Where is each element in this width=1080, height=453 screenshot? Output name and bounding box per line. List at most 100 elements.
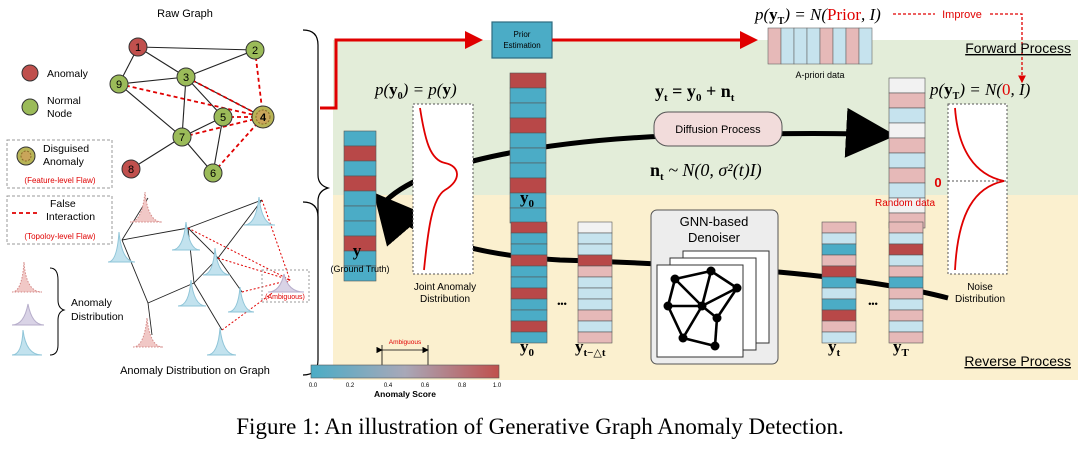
vector-y0-forward-cell: [509, 102, 547, 119]
vector-yT-cell: [888, 221, 924, 234]
vector-y0-reverse-cell: [510, 320, 548, 333]
svg-text:Prior: Prior: [514, 30, 531, 39]
svg-text:Normal: Normal: [47, 95, 81, 107]
svg-text:5: 5: [220, 112, 226, 124]
svg-text:4: 4: [260, 112, 267, 124]
vector-yT-random-cell: [888, 92, 926, 109]
vector-yT-random-cell: [888, 167, 926, 184]
node-labels: 1 2 3 4 5 6 7 8 9: [116, 42, 267, 180]
vector-yT-cell: [888, 276, 924, 289]
svg-text:Estimation: Estimation: [503, 41, 540, 50]
vector-y0-forward-cell: [509, 87, 547, 104]
vector-y: [343, 130, 377, 282]
brace-dist-graph: [302, 201, 319, 376]
gnn-denoiser: GNN-based Denoiser: [650, 209, 779, 365]
svg-text:1.0: 1.0: [493, 383, 502, 389]
vector-yT-random-cell: [888, 152, 926, 169]
vector-y-cell: [343, 190, 377, 207]
svg-text:Disguised: Disguised: [43, 143, 89, 155]
vector-yt-delta-cell: [577, 276, 613, 289]
label-y0-reverse: y0: [520, 337, 535, 359]
vector-y0-reverse-cell: [510, 243, 548, 256]
py0-formula: p(y0) = p(y): [374, 80, 457, 102]
forward-process-title: Forward Process: [965, 40, 1071, 56]
vector-yt-cell: [821, 309, 857, 322]
colorbar-ambiguous: Ambiguous: [389, 339, 422, 346]
vector-y0-reverse-cell: [510, 309, 548, 322]
vector-y0-forward: [509, 72, 547, 224]
ellipsis-right: •••: [868, 299, 877, 309]
noise-distribution-curve: [954, 107, 1005, 271]
raw-graph-title: Raw Graph: [157, 8, 213, 20]
joint-distribution-curve: [419, 107, 458, 271]
label-yt-delta: yt−△t: [575, 337, 606, 359]
node-6: [203, 163, 223, 183]
raw-graph: [118, 46, 264, 174]
svg-text:GNN-based: GNN-based: [680, 214, 749, 229]
ellipsis-left: •••: [557, 299, 566, 309]
vector-yT-random-cell: [888, 122, 926, 139]
apriori-vector: [767, 27, 873, 65]
vector-yt-cell: [821, 265, 857, 278]
svg-text:Anomaly Score: Anomaly Score: [374, 389, 436, 399]
vector-y-cell: [343, 175, 377, 192]
vector-yt-cell: [821, 320, 857, 333]
vector-y0-reverse: [510, 221, 548, 344]
svg-text:(Topoloy-level Flaw): (Topoloy-level Flaw): [24, 232, 95, 241]
svg-text:6: 6: [210, 168, 216, 180]
vector-yt-delta-cell: [577, 331, 613, 344]
vector-y0-forward-cell: [509, 117, 547, 134]
node-9: [109, 74, 129, 94]
vector-yt-cell: [821, 243, 857, 256]
svg-text:Anomaly: Anomaly: [71, 297, 113, 309]
diffusion-process-box: [653, 111, 783, 147]
vector-yt-delta-cell: [577, 265, 613, 278]
svg-text:0.4: 0.4: [384, 383, 393, 389]
vector-y0-reverse-cell: [510, 265, 548, 278]
vector-y0-forward-cell: [509, 72, 547, 89]
vector-y0-reverse-cell: [510, 287, 548, 300]
svg-text:8: 8: [128, 164, 134, 176]
vector-yt-delta-cell: [577, 254, 613, 267]
colorbar: Ambiguous 0.0 0.2 0.4 0.6 0.8 1.0 Anomal…: [309, 339, 502, 399]
vector-yT-random-cell: [888, 137, 926, 154]
normal-legend-icon: [21, 98, 39, 116]
vector-yT-cell: [888, 320, 924, 333]
vector-yT-cell: [888, 309, 924, 322]
node-2: [245, 40, 265, 60]
label-y0-forward: y0: [520, 188, 535, 210]
anomaly-distribution-legend: Anomaly Distribution: [11, 261, 124, 356]
vector-y0-reverse-cell: [510, 221, 548, 234]
vector-yT-cell: [888, 298, 924, 311]
svg-text:Anomaly: Anomaly: [43, 156, 85, 168]
noise-equation: nt ~ N(0, σ²(t)I): [650, 160, 762, 183]
vector-y0-reverse-cell: [510, 276, 548, 289]
node-3: [176, 67, 196, 87]
vector-y0-reverse-cell: [510, 298, 548, 311]
vector-y-cell: [343, 160, 377, 177]
vector-yt-cell: [821, 276, 857, 289]
vector-yt-delta-cell: [577, 287, 613, 300]
svg-text:(Feature-level Flaw): (Feature-level Flaw): [24, 176, 95, 185]
svg-text:False: False: [50, 198, 76, 210]
vector-yt-delta-cell: [577, 243, 613, 256]
vector-y0-forward-cell: [509, 147, 547, 164]
figure-caption: Figure 1: An illustration of Generative …: [236, 414, 844, 439]
svg-text:3: 3: [183, 72, 189, 84]
svg-text:Noise: Noise: [967, 282, 993, 293]
svg-text:7: 7: [179, 132, 185, 144]
false-interactions: [118, 49, 264, 174]
vector-yT-random-cell: [888, 107, 926, 124]
svg-text:Distribution: Distribution: [71, 311, 124, 323]
svg-text:Distribution: Distribution: [420, 294, 470, 305]
vector-y0-forward-cell: [509, 162, 547, 179]
vector-y-cell: [343, 265, 377, 282]
vector-yt-delta-cell: [577, 309, 613, 322]
vector-yT: [888, 221, 924, 344]
node-7: [172, 127, 192, 147]
vector-yt-cell: [821, 298, 857, 311]
vector-y0-forward-cell: [509, 207, 547, 224]
svg-text:Denoiser: Denoiser: [688, 230, 741, 245]
svg-text:0.6: 0.6: [421, 383, 430, 389]
vector-y0-reverse-cell: [510, 254, 548, 267]
